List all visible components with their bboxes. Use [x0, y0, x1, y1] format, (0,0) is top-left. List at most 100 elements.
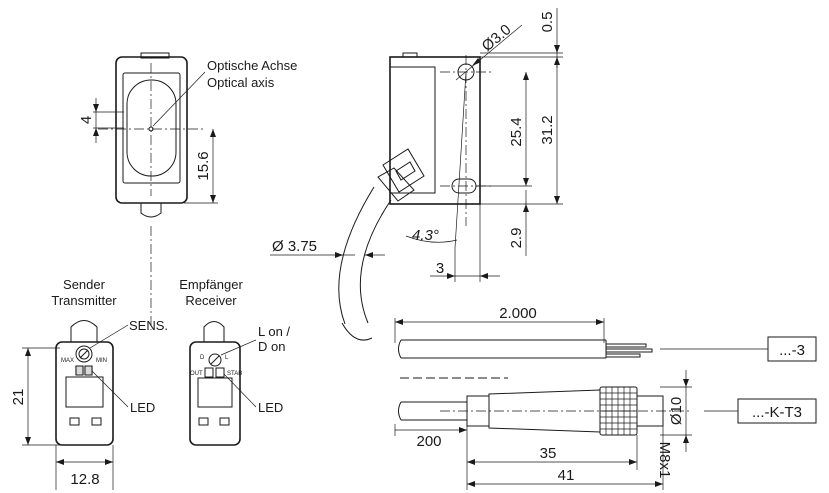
cable-break-left: [398, 339, 402, 359]
dim-3-label: 3: [436, 260, 444, 277]
angle-line: [454, 71, 467, 249]
dim-200-label: 200: [416, 433, 441, 450]
variant-connector-label: ...-K-T3: [752, 404, 802, 421]
sender-label-en: Transmitter: [51, 293, 117, 308]
dim-m8-label: M8x1: [656, 442, 673, 479]
dim-12-8-arrow-right: [105, 459, 113, 465]
rx-l-label: L: [225, 355, 229, 361]
dim-3-arrow-right: [480, 273, 488, 279]
front-lens: [126, 79, 177, 177]
sens-potentiometer: [75, 345, 93, 363]
dim-15-6-arrow-top: [210, 129, 216, 137]
variant-cable-box: [767, 336, 817, 362]
variant-connector-box: [737, 398, 817, 424]
dim-4-arrow-top: [93, 104, 99, 112]
dim-12-8-label: 12.8: [70, 471, 99, 488]
rx-pin-2: [219, 417, 230, 426]
wire-2: [606, 348, 653, 353]
angle-arc: [405, 235, 458, 243]
transmitter-housing: [55, 341, 114, 446]
dim-hole-label: Ø3.0: [479, 21, 515, 55]
dim-21-arrow-top: [25, 348, 31, 356]
rx-out-label: OUT: [190, 371, 203, 377]
dim-d10-arrow-bottom: [683, 435, 689, 443]
cable-edge-left: [338, 186, 375, 325]
cable-strain-relief: [382, 148, 425, 193]
wire-1: [606, 343, 647, 348]
dim-31-2-label: 31.2: [539, 115, 556, 144]
receiver-top-bulb: [203, 321, 225, 342]
front-view: Optische Achse Optical axis 4 15.6: [78, 52, 297, 330]
side-view: 4.3° Ø3.0 0.5 25.4 31.2 2.9 3: [389, 8, 563, 282]
dim-2-9-arrow: [523, 204, 529, 212]
rx-led-icon: [204, 367, 225, 378]
transmitter-view: Sender Transmitter MAX MIN SENS. LED 21 …: [10, 277, 168, 490]
dim-0-5-arrow: [554, 45, 560, 53]
dim-15-6-label: 15.6: [195, 151, 212, 180]
dim-25-4-arrow-bottom: [523, 178, 529, 186]
pot-min-label: MIN: [96, 358, 107, 364]
dim-15-6-arrow-bottom: [210, 195, 216, 203]
dim-2000-arrow-left: [395, 319, 403, 325]
variant-cable-label: ...-3: [779, 342, 805, 359]
strain-relief-window: [395, 161, 416, 181]
dim-2000-arrow-right: [596, 319, 604, 325]
receiver-label-en: Receiver: [185, 293, 237, 308]
tx-led-label: LED: [130, 400, 155, 415]
tx-led-leader: [91, 370, 129, 408]
front-housing: [115, 56, 188, 204]
rx-led-leader: [223, 373, 257, 408]
dim-41-arrow-right: [655, 481, 663, 487]
optical-axis-leader: [152, 71, 206, 127]
cable-cut-end: [341, 322, 373, 341]
hole-dim-arrow: [472, 58, 481, 66]
dim-31-2-arrow-bottom: [554, 196, 560, 204]
receiver-label-de: Empfänger: [179, 277, 243, 292]
front-led-bulb: [140, 203, 162, 218]
l-on-leader: [220, 339, 257, 356]
dim-200-arrow: [459, 427, 467, 433]
dim-25-4-label: 25.4: [508, 117, 525, 146]
rx-led-label: LED: [258, 400, 283, 415]
dim-21-label: 21: [10, 389, 27, 406]
optical-axis-label-de: Optische Achse: [207, 58, 297, 73]
tx-pin-1: [69, 417, 80, 426]
pot-max-label: MAX: [61, 358, 74, 364]
dim-angle-label: 4.3°: [412, 227, 439, 244]
cable-edge-right: [359, 199, 392, 324]
sens-pot-slot: [79, 349, 89, 359]
dim-3-arrow-left: [447, 273, 455, 279]
dim-35-label: 35: [540, 445, 557, 462]
dim-41-label: 41: [558, 467, 575, 484]
dim-4-arrow-bottom: [93, 128, 99, 136]
l-d-switch: [208, 353, 222, 367]
dim-35-arrow-left: [467, 459, 475, 465]
rx-stab-label: STAB: [227, 371, 242, 377]
dim-25-4-arrow-top: [523, 72, 529, 80]
tx-pin-2: [91, 417, 102, 426]
rx-d-label: D: [200, 355, 205, 361]
connector-variant: Ø10 M8x1 ...-K-T3 200 35 41: [394, 370, 817, 490]
cable-sleeve: [377, 167, 415, 202]
dim-35-arrow-right: [629, 459, 637, 465]
front-top-tab: [140, 52, 170, 59]
dim-d10-arrow-top: [683, 379, 689, 387]
tx-led-icon: [75, 365, 93, 376]
dim-cable-label: Ø 3.75: [272, 238, 317, 255]
dim-cable-arrow-right: [365, 252, 373, 258]
tx-led-window: [75, 366, 93, 375]
optical-axis-label-en: Optical axis: [207, 75, 275, 90]
l-on-label: L on /: [258, 324, 290, 339]
sens-pot-inner: [78, 348, 90, 360]
dim-41-arrow-left: [467, 481, 475, 487]
dim-cable-arrow-left: [335, 252, 343, 258]
tx-label-area: [65, 376, 104, 408]
rx-pin-1: [198, 417, 209, 426]
l-d-switch-slot: [210, 355, 220, 365]
sens-leader: [89, 324, 129, 349]
dim-4-label: 4: [78, 116, 95, 124]
cable-exit: Ø 3.75: [270, 148, 425, 341]
wire-3: [606, 353, 641, 358]
